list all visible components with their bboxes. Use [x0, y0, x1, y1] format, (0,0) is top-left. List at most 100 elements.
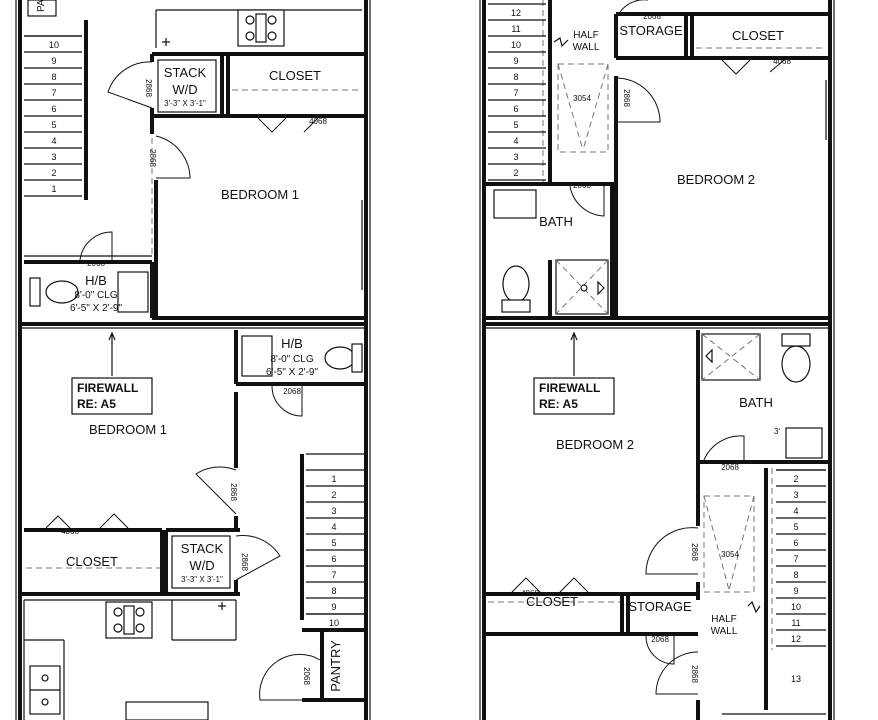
range-icon — [105, 601, 153, 639]
stair-step-number: 4 — [51, 136, 56, 146]
stair-step-number: 6 — [793, 538, 798, 548]
firewall-label-1: FIREWALL — [539, 381, 600, 395]
bedroom-1-label: BEDROOM 1 — [89, 422, 167, 437]
closet-top-left: CLOSET 4068 — [226, 54, 362, 133]
stack-wd-dims: 3'-3" X 3'-1" — [181, 575, 223, 584]
stair-step-number: 9 — [331, 602, 336, 612]
stair-step-number: 10 — [329, 618, 339, 628]
stair-step-number: 3 — [513, 152, 518, 162]
stack-wd-label-2: W/D — [172, 82, 197, 97]
door-code: 2068 — [87, 259, 105, 268]
stair-step-number: 5 — [513, 120, 518, 130]
stair-step-number: 12 — [511, 8, 521, 18]
unit-top-left: PA STACK W/D — [24, 0, 364, 320]
bedroom-1-top-left: 2868 BEDROOM 1 — [148, 135, 364, 320]
stack-wd-label-1: STACK — [164, 65, 207, 80]
stair-step-number: 4 — [331, 522, 336, 532]
door-code: 4068 — [309, 117, 327, 126]
bath-label: BATH — [539, 214, 573, 229]
bedroom-2-label: BEDROOM 2 — [677, 172, 755, 187]
door-code: 2068 — [573, 181, 591, 190]
stair-steps-layer: 1098765432112111098765432123456789102345… — [24, 3, 826, 684]
stair-step-number: 9 — [793, 586, 798, 596]
door-code: 2868 — [240, 553, 249, 571]
closet-label: CLOSET — [269, 68, 321, 83]
hb-dims: 6'-5" X 2'-9" — [266, 367, 319, 378]
kitchen-bottom-left — [23, 599, 237, 720]
stack-wd-label-2: W/D — [189, 558, 214, 573]
toilet-icon — [324, 346, 356, 370]
stair-step-number: 5 — [51, 120, 56, 130]
sink-icon — [117, 271, 149, 313]
bedroom-1-bottom-left: 2868 BEDROOM 1 — [24, 392, 240, 532]
closet-label: CLOSET — [732, 28, 784, 43]
door-code: 2868 — [144, 79, 153, 97]
half-bath-top-left: 2068 H/B 8'-0" CLG 6'-5" X 2'-9" — [24, 231, 154, 318]
stack-wd-dims: 3'-3" X 3'-1" — [164, 99, 206, 108]
unit-bottom-right: FIREWALL RE: A5 BEDROOM 2 BATH 3' 2068 — [486, 330, 828, 720]
stack-wd-bottom-left: STACK W/D 3'-3" X 3'-1" 2868 — [22, 530, 281, 596]
stair-step-number: 2 — [331, 490, 336, 500]
pantry-bottom-left: 2068 PANTRY — [259, 628, 364, 702]
door-code: 4068 — [61, 527, 79, 536]
stair-step-number: 10 — [511, 40, 521, 50]
window-3054-bottom-right: 3054 — [703, 495, 755, 593]
window-3054-top-right: 3054 — [557, 63, 609, 153]
bath-top-right: 2068 BATH — [486, 181, 614, 320]
window-code: 3054 — [721, 550, 739, 559]
stair-step-number: 7 — [331, 570, 336, 580]
stair-step-number: 8 — [513, 72, 518, 82]
stair-step-number: 6 — [513, 104, 518, 114]
stair-step-number: 1 — [331, 474, 336, 484]
sink-icon — [493, 189, 537, 219]
island-icon — [125, 701, 209, 720]
range-icon — [237, 9, 285, 47]
storage-top-right: 2068 STORAGE CLOSET 4068 — [614, 0, 828, 75]
kitchen-top-left — [155, 9, 362, 48]
unit-bottom-left: FIREWALL RE: A5 H/B 8'-0" CLG 6'-5" X 2'… — [22, 330, 364, 720]
window-code: 3054 — [573, 94, 591, 103]
door-code: 2868 — [690, 543, 699, 561]
door-code: 2068 — [302, 667, 311, 685]
storage-label: STORAGE — [619, 23, 683, 38]
stair-step-number: 7 — [513, 88, 518, 98]
bath-label: BATH — [739, 395, 773, 410]
stack-wd-top-left: STACK W/D 3'-3" X 3'-1" 2868 — [107, 52, 364, 134]
half-wall-label-1: HALF — [711, 614, 737, 625]
stair-step-number: 1 — [51, 184, 56, 194]
stair-step-number: 8 — [793, 570, 798, 580]
stair-step-number: 5 — [793, 522, 798, 532]
stair-step-number: 8 — [331, 586, 336, 596]
door-code: 2068 — [721, 463, 739, 472]
stair-step-number: 2 — [793, 474, 798, 484]
pantry-label: PANTRY — [328, 640, 343, 692]
half-bath-bottom-left: H/B 8'-0" CLG 6'-5" X 2'-9" 2068 — [234, 330, 364, 417]
stair-step-number: 7 — [793, 554, 798, 564]
stair-step-number: 4 — [793, 506, 798, 516]
half-wall-label-1: HALF — [573, 30, 599, 41]
door-code: 4068 — [773, 57, 791, 66]
door-code: 2068 — [651, 635, 669, 644]
bath-bottom-right: BATH 3' 2068 — [696, 330, 828, 526]
hb-clg: 8'-0" CLG — [270, 354, 313, 365]
bedroom-2-top-right: 2868 BEDROOM 2 — [612, 76, 828, 320]
door-code: 2868 — [229, 483, 238, 501]
door-code: 2868 — [622, 89, 631, 107]
stair-step-number: 4 — [513, 136, 518, 146]
closet-label: CLOSET — [66, 554, 118, 569]
stair-step-number: 3 — [51, 152, 56, 162]
hb-title: H/B — [281, 336, 303, 351]
firewall-note-bottom-left: FIREWALL RE: A5 — [71, 331, 153, 415]
stair-step-number: 11 — [511, 24, 520, 34]
stair-step-number: 9 — [51, 56, 56, 66]
stair-step-number: 2 — [51, 168, 56, 178]
stair-step-number: 3 — [331, 506, 336, 516]
stair-top-right — [486, 0, 616, 186]
toilet-icon — [781, 345, 811, 383]
firewall-label-2: RE: A5 — [77, 397, 116, 411]
stair-step-number: 6 — [51, 104, 56, 114]
stair-step-number: 13 — [791, 674, 801, 684]
toilet-icon — [502, 265, 530, 303]
closet-bottom-left: 4068 CLOSET — [26, 513, 164, 594]
